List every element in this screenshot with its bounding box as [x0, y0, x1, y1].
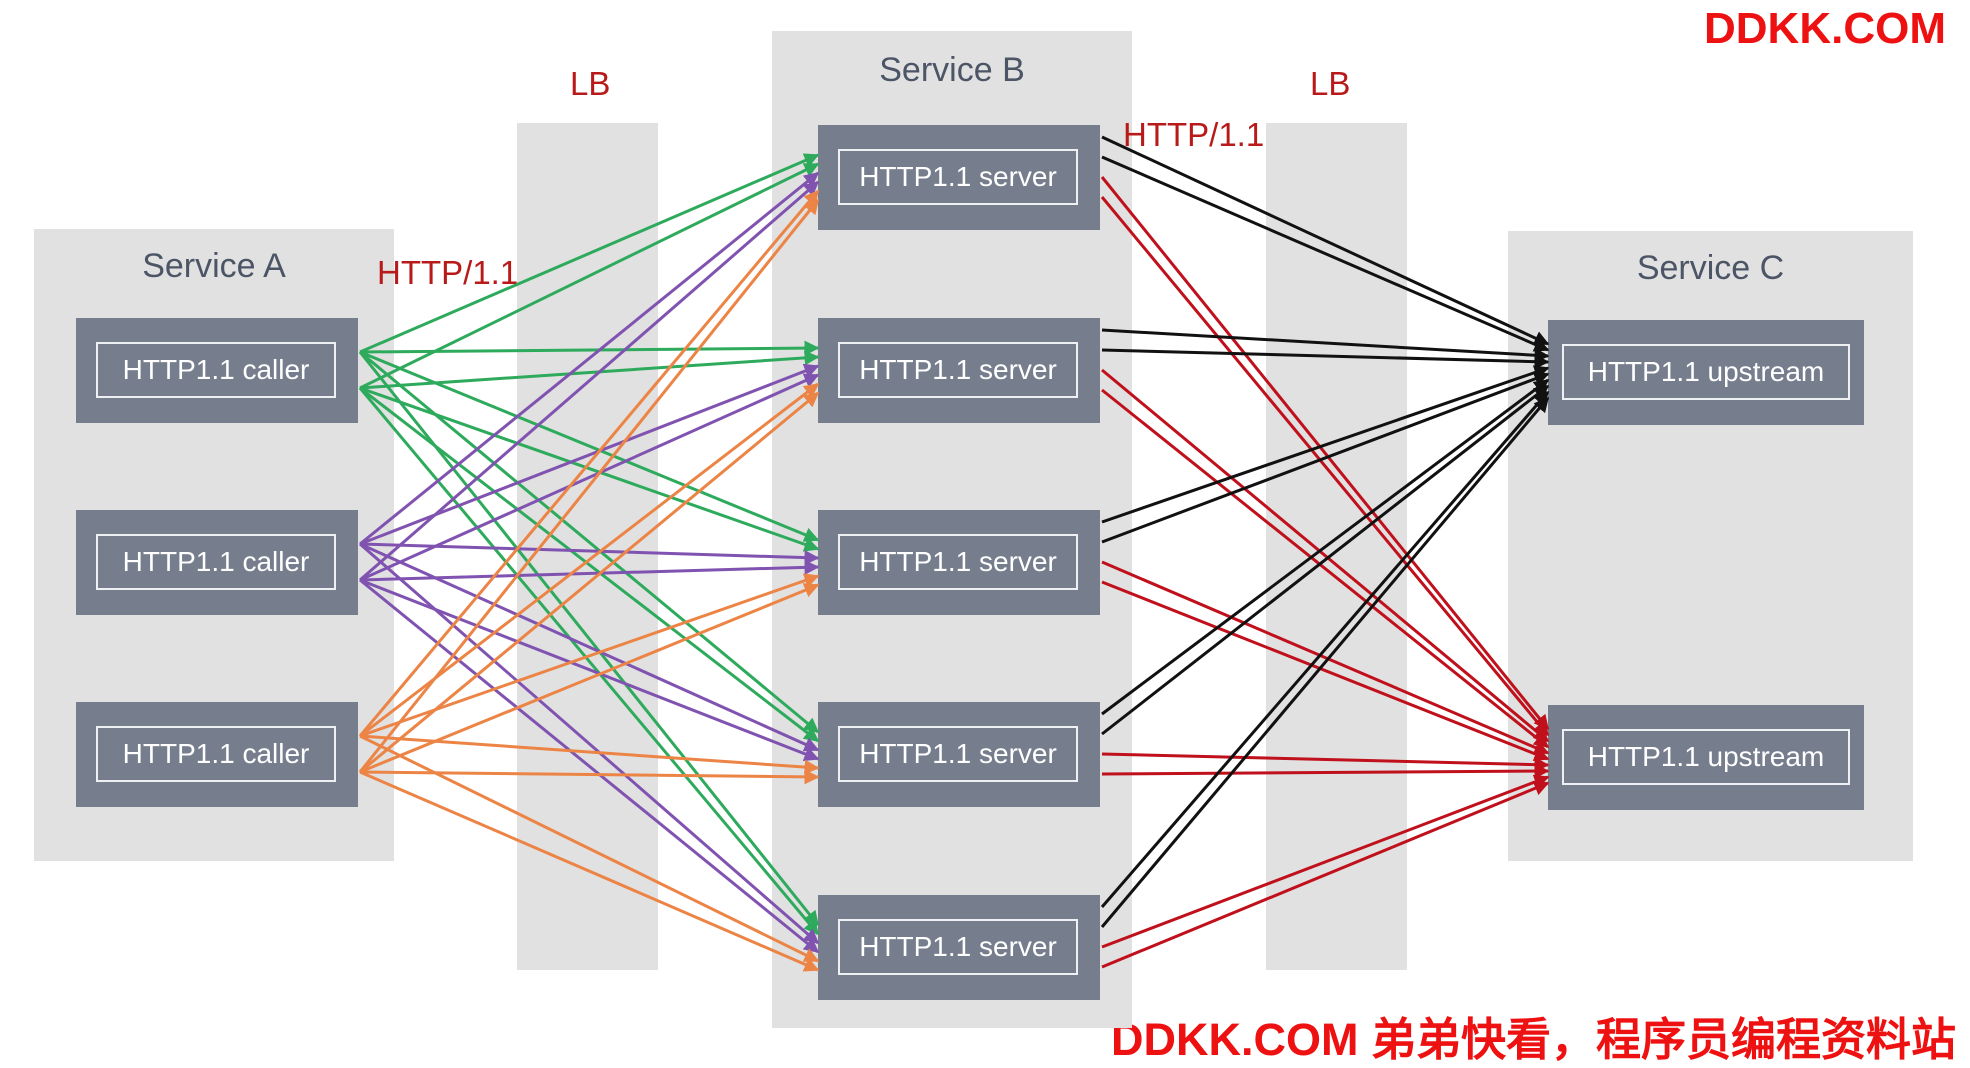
caller-node-2[interactable]: HTTP1.1 caller: [76, 510, 358, 615]
caller-to-server-arrow-12: [359, 363, 820, 546]
server-to-upstream-arrow-38: [1101, 365, 1550, 524]
server-to-upstream-arrow-30: [1101, 135, 1550, 346]
upstream-node-1[interactable]: HTTP1.1 upstream: [1548, 320, 1864, 425]
caller-to-server-arrow-14: [359, 542, 820, 566]
server-to-upstream-arrow-48: [1101, 774, 1550, 949]
service-a-title: Service A: [142, 247, 286, 285]
caller-to-server-arrow-19: [359, 578, 820, 954]
caller-to-server-arrow-3: [359, 350, 820, 390]
server-node-2-label: HTTP1.1 server: [838, 342, 1078, 398]
lb-column-right: [1266, 123, 1407, 970]
caller-to-server-arrow-8: [358, 351, 820, 927]
server-node-1-label: HTTP1.1 server: [838, 149, 1078, 205]
caller-node-2-label: HTTP1.1 caller: [96, 534, 336, 590]
server-node-1[interactable]: HTTP1.1 server: [818, 125, 1100, 230]
server-to-upstream-arrow-43: [1101, 384, 1550, 736]
lb-label-left: LB: [570, 65, 611, 102]
caller-to-server-arrow-27: [359, 769, 820, 785]
caller-node-3[interactable]: HTTP1.1 caller: [76, 702, 358, 807]
caller-to-server-arrow-23: [359, 391, 820, 774]
server-node-5[interactable]: HTTP1.1 server: [818, 895, 1100, 1000]
server-to-upstream-arrow-37: [1101, 388, 1550, 749]
caller-to-server-arrow-16: [359, 542, 820, 752]
server-to-upstream-arrow-47: [1100, 396, 1550, 928]
caller-to-server-arrow-29: [359, 770, 820, 972]
server-to-upstream-arrow-31: [1101, 155, 1550, 352]
caller-node-1[interactable]: HTTP1.1 caller: [76, 318, 358, 423]
caller-to-server-arrow-24: [359, 573, 820, 738]
caller-to-server-arrow-28: [359, 734, 820, 963]
watermark-top: DDKK.COM: [1704, 4, 1946, 53]
server-to-upstream-arrow-46: [1100, 390, 1550, 908]
server-node-5-label: HTTP1.1 server: [838, 919, 1078, 975]
caller-to-server-arrow-0: [359, 153, 820, 354]
lb-label-right: LB: [1310, 65, 1351, 102]
caller-to-server-arrow-10: [359, 171, 820, 546]
caller-to-server-arrow-17: [359, 578, 820, 762]
server-to-upstream-arrow-49: [1101, 781, 1550, 969]
protocol-label-right: HTTP/1.1: [1123, 116, 1265, 153]
caller-to-server-arrow-6: [359, 350, 820, 734]
caller-to-server-arrow-4: [359, 350, 820, 542]
service-b-title: Service B: [879, 51, 1025, 89]
upstream-node-1-label: HTTP1.1 upstream: [1562, 344, 1850, 400]
server-to-upstream-arrow-39: [1101, 371, 1550, 544]
server-to-upstream-arrow-36: [1101, 368, 1550, 743]
caller-to-server-arrow-9: [358, 387, 820, 936]
service-c-title: Service C: [1636, 249, 1785, 287]
server-to-upstream-arrow-45: [1101, 763, 1550, 779]
server-node-4-label: HTTP1.1 server: [838, 726, 1078, 782]
server-to-upstream-arrow-40: [1101, 560, 1550, 755]
server-to-upstream-arrow-42: [1101, 378, 1550, 716]
caller-node-3-label: HTTP1.1 caller: [96, 726, 336, 782]
upstream-node-2[interactable]: HTTP1.1 upstream: [1548, 705, 1864, 810]
server-to-upstream-arrow-33: [1100, 196, 1550, 737]
server-node-3-label: HTTP1.1 server: [838, 534, 1078, 590]
server-to-upstream-arrow-44: [1101, 752, 1550, 773]
server-to-upstream-arrow-32: [1100, 176, 1550, 731]
server-node-4[interactable]: HTTP1.1 server: [818, 702, 1100, 807]
watermark-bottom: DDKK.COM 弟弟快看，程序员编程资料站: [1111, 1014, 1956, 1065]
caller-to-server-arrow-26: [359, 734, 820, 775]
caller-to-server-arrow-1: [359, 162, 820, 390]
server-node-3[interactable]: HTTP1.1 server: [818, 510, 1100, 615]
server-to-upstream-arrow-34: [1101, 328, 1550, 363]
protocol-label-left: HTTP/1.1: [377, 254, 519, 291]
caller-to-server-arrow-20: [358, 189, 820, 737]
server-to-upstream-arrow-35: [1101, 348, 1550, 370]
caller-to-server-arrow-2: [359, 340, 820, 356]
upstream-node-2-label: HTTP1.1 upstream: [1562, 729, 1850, 785]
caller-to-server-arrow-22: [359, 382, 820, 738]
caller-to-server-arrow-13: [359, 373, 820, 582]
caller-node-1-label: HTTP1.1 caller: [96, 342, 336, 398]
server-to-upstream-arrow-41: [1101, 580, 1550, 761]
caller-to-server-arrow-18: [359, 542, 820, 945]
server-node-2[interactable]: HTTP1.1 server: [818, 318, 1100, 423]
